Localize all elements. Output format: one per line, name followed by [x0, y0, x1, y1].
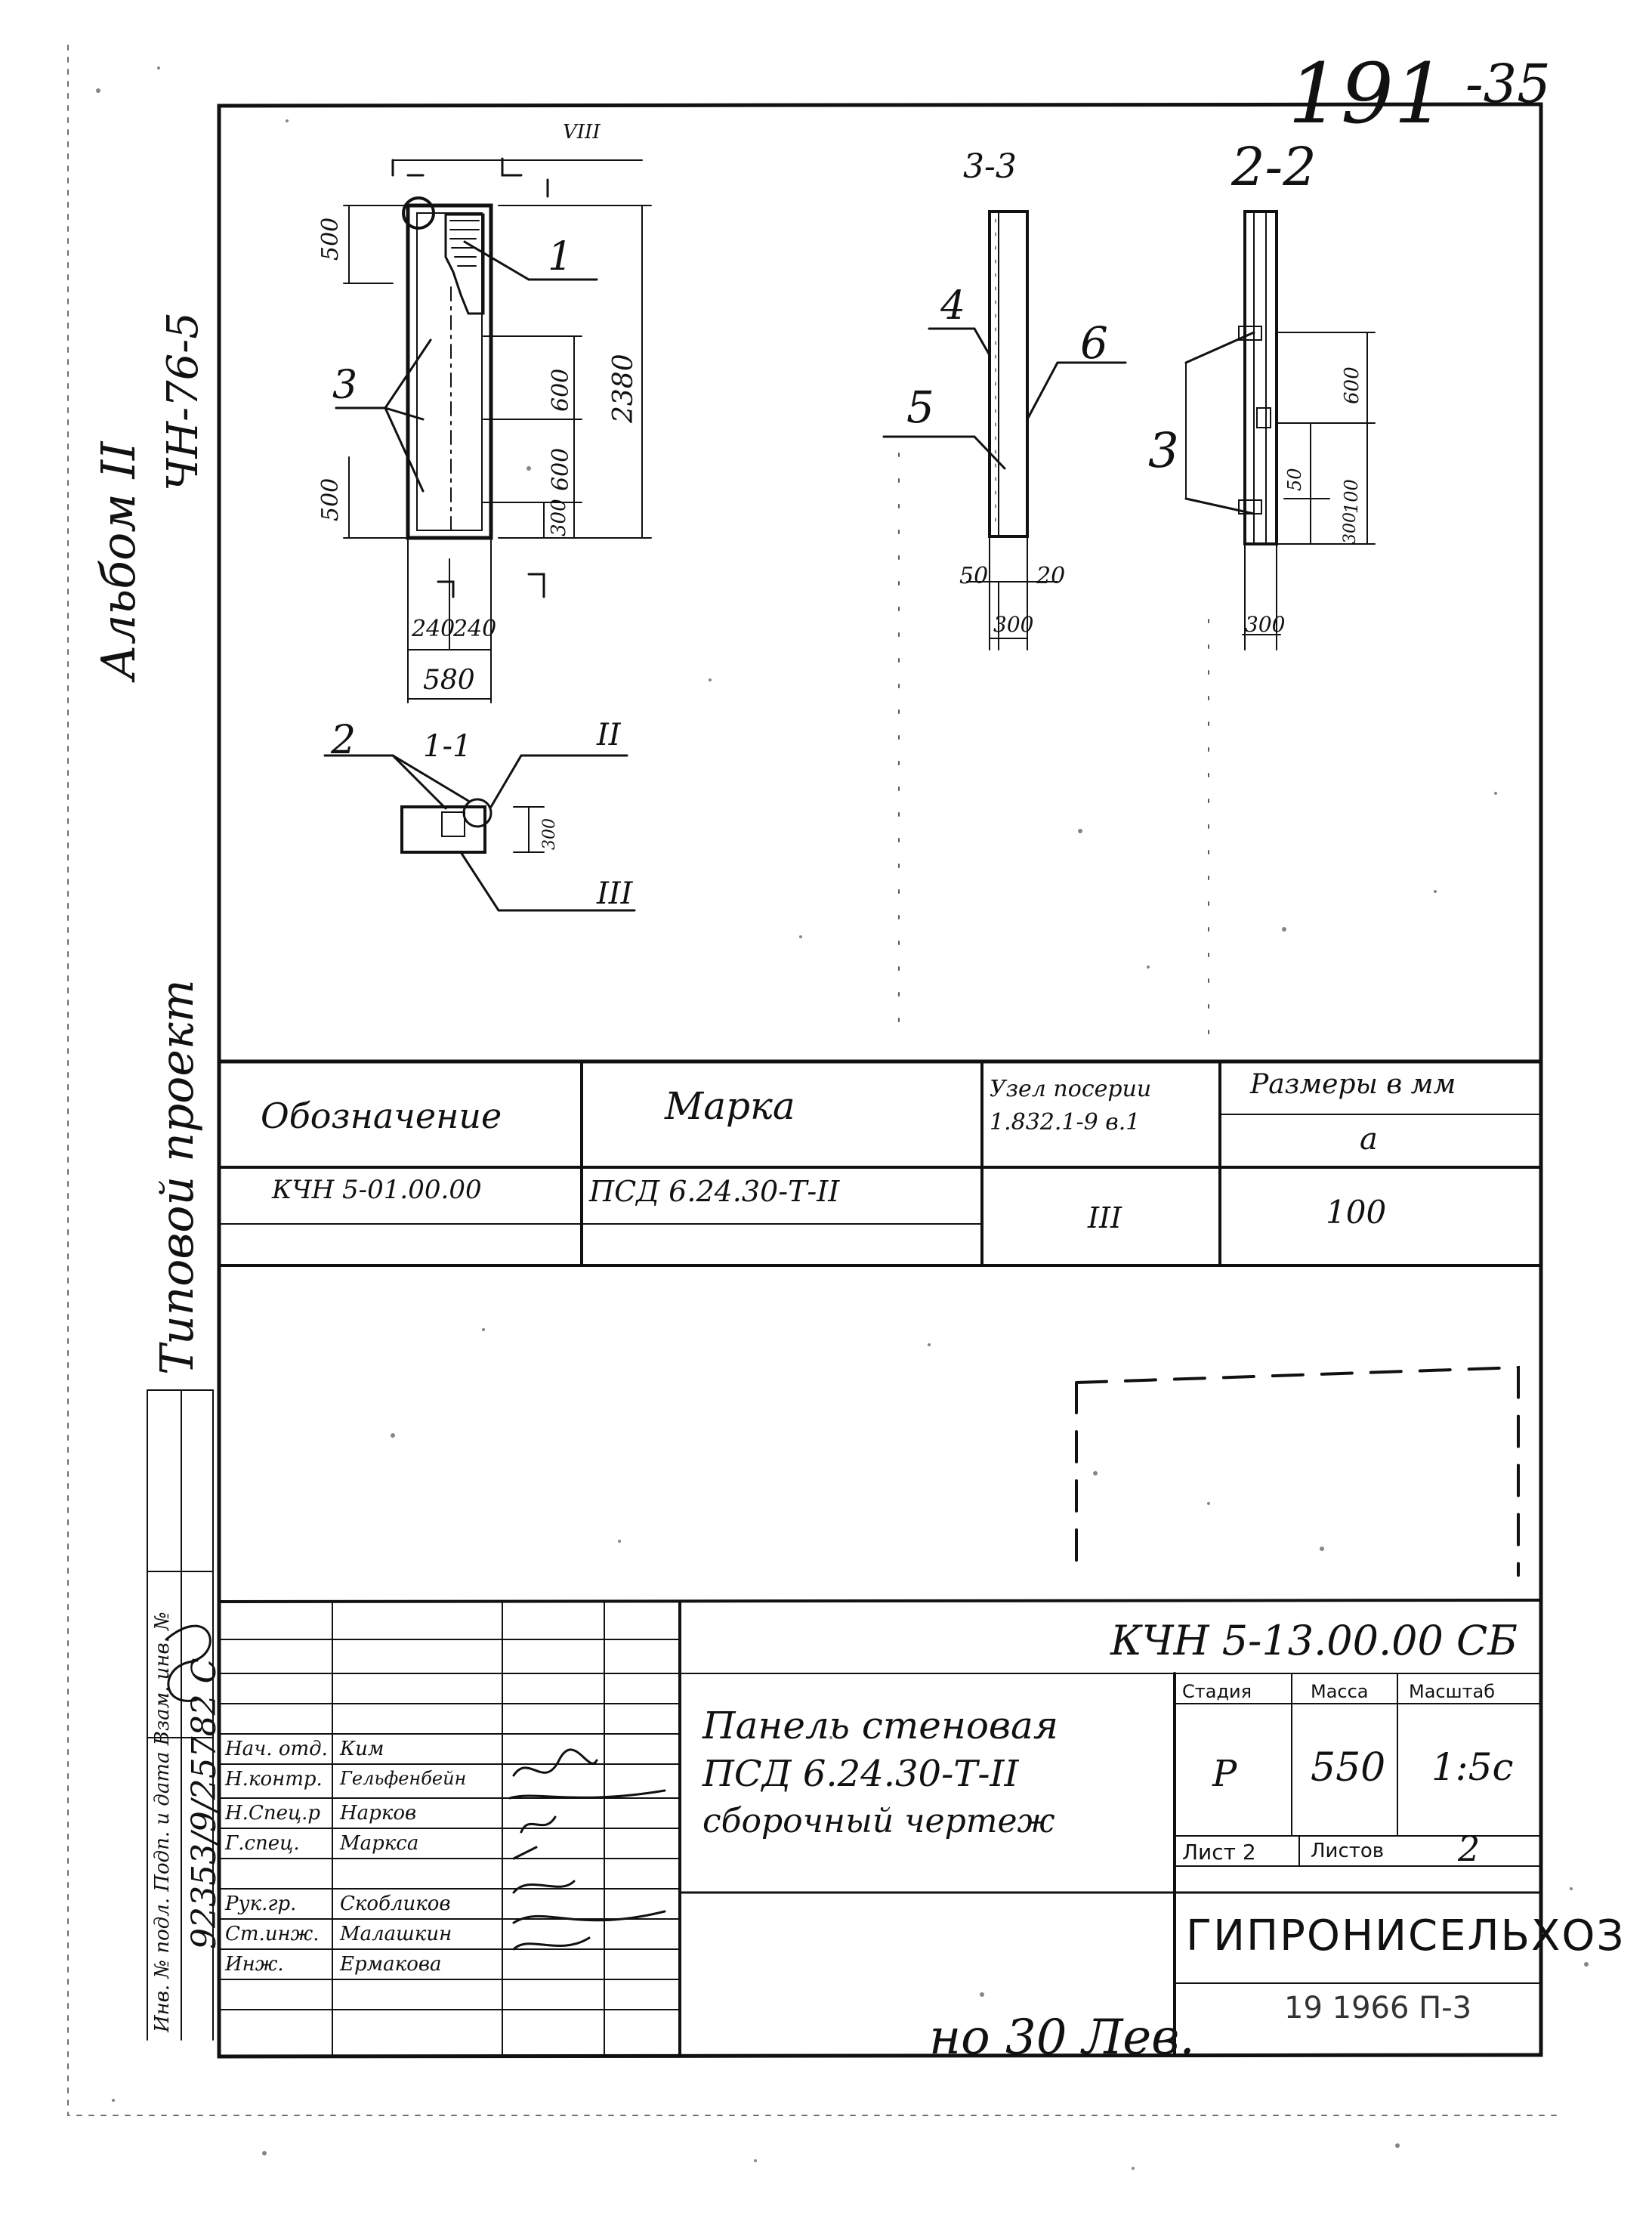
- sig-name-6: Малашкин: [340, 1923, 452, 1945]
- copy-code: 19 1966 П-3: [1284, 1991, 1472, 2026]
- sig-name-2: Гельфенбейн: [340, 1768, 467, 1789]
- sig-name-4: Маркса: [340, 1832, 419, 1855]
- dim-2380: 2380: [608, 354, 639, 423]
- header-dim-a: а: [1360, 1122, 1378, 1157]
- sig-role-1: Нач. отд.: [225, 1738, 328, 1760]
- row-mark: ПСД 6.24.30-Т-II: [589, 1175, 840, 1208]
- row-node: III: [1088, 1201, 1122, 1234]
- inv-stamp-label: Инв. № подл. Подп. и дата Взам. инв. №: [151, 1611, 174, 2032]
- dim-s11-300: 300: [540, 818, 559, 850]
- dim-500-bottom: 500: [317, 477, 344, 521]
- sheets-label: Листов: [1311, 1840, 1385, 1862]
- section-3-3: [882, 210, 1127, 650]
- dim-240-a: 240: [412, 616, 455, 642]
- dim-s22-300b: 300: [1341, 512, 1360, 544]
- callout-6: 6: [1080, 317, 1108, 369]
- album-part-label: ЧН-76-5: [159, 312, 208, 491]
- title-block-lines: [218, 1599, 1542, 2056]
- callout-2: 2: [331, 718, 357, 763]
- section-title-3-3: 3-3: [963, 147, 1017, 186]
- spec-table-lines: [217, 1059, 1543, 1267]
- header-mark: Марка: [665, 1084, 795, 1128]
- callout-3-section: 3: [1148, 423, 1179, 479]
- scale-label: Масштаб: [1409, 1681, 1496, 1702]
- header-designation: Обозначение: [261, 1095, 502, 1136]
- sig-role-2: Н.контр.: [225, 1768, 323, 1791]
- node-VIII: VIII: [563, 121, 601, 144]
- dim-s22-50: 50: [1284, 468, 1305, 491]
- album-label: Альбом II: [91, 441, 146, 680]
- signature-swirl: [165, 1624, 212, 1702]
- dim-600-b: 600: [548, 447, 574, 491]
- dim-s22-600: 600: [1341, 366, 1363, 404]
- node-III: III: [597, 876, 633, 911]
- callout-3: 3: [332, 363, 358, 408]
- scale-value: 1:5с: [1431, 1745, 1514, 1789]
- callout-4: 4: [940, 283, 966, 329]
- title-line-2: ПСД 6.24.30-Т-II: [702, 1753, 1019, 1795]
- sig-name-1: Ким: [340, 1738, 384, 1760]
- sheet-label: Лист 2: [1182, 1840, 1256, 1865]
- mass-label: Масса: [1311, 1681, 1369, 1702]
- dim-240-b: 240: [453, 616, 497, 642]
- page-mark: -35: [1465, 53, 1551, 115]
- frame-border: [217, 102, 1543, 2059]
- inv-number: 92353/9/25782 С: [185, 1658, 224, 1949]
- dim-s22-100: 100: [1341, 479, 1362, 514]
- dim-580: 580: [423, 665, 475, 696]
- stage-value: Р: [1212, 1753, 1237, 1795]
- handwritten-note: но 30 Лев.: [929, 2010, 1195, 2066]
- copied-label: Типовой проект: [151, 979, 204, 1375]
- dim-300: 300: [548, 499, 570, 536]
- sig-name-7: Ермакова: [340, 1953, 442, 1976]
- sig-name-5: Скобликов: [340, 1893, 451, 1915]
- mass-value: 550: [1311, 1745, 1386, 1791]
- section-title-1-1: 1-1: [423, 729, 472, 764]
- header-node: Узел посерии 1.832.1-9 в.1: [990, 1076, 1152, 1136]
- sig-role-4: Г.спец.: [225, 1832, 300, 1855]
- dim-600-a: 600: [548, 368, 574, 412]
- signatures-scribbles: [508, 1748, 666, 1951]
- sig-name-3: Нарков: [340, 1802, 417, 1825]
- callout-5: 5: [906, 382, 934, 433]
- dim-s33-20: 20: [1036, 563, 1066, 589]
- dashed-reserve-zone: [1075, 1365, 1520, 1577]
- node-II: II: [597, 718, 621, 752]
- sig-role-3: Н.Спец.р: [225, 1802, 321, 1825]
- title-line-3: сборочный чертеж: [702, 1802, 1055, 1840]
- row-a: 100: [1326, 1194, 1387, 1231]
- doc-code: КЧН 5-13.00.00 СБ: [1110, 1617, 1518, 1664]
- sheets-count: 2: [1458, 1828, 1481, 1869]
- header-dimensions: Размеры в мм: [1250, 1069, 1456, 1100]
- dim-s22-300: 300: [1245, 612, 1286, 637]
- callout-1: 1: [548, 234, 573, 280]
- outer-sheet-edge: [67, 45, 1564, 2116]
- row-designation: КЧН 5-01.00.00: [272, 1175, 482, 1205]
- stage-label: Стадия: [1182, 1681, 1252, 1702]
- section-2-2: [1184, 210, 1376, 650]
- panel-elevation: [335, 157, 652, 703]
- dim-s33-50: 50: [959, 563, 989, 589]
- sig-role-5: Рук.гр.: [225, 1893, 297, 1915]
- side-stamp-lines: [147, 1389, 214, 2041]
- org-name: ГИПРОНИСЕЛЬХОЗ: [1186, 1911, 1626, 1961]
- sheet-number: 191: [1288, 45, 1447, 142]
- sig-role-6: Ст.инж.: [225, 1923, 320, 1945]
- scan-noise: [96, 66, 1589, 2170]
- sig-role-7: Инж.: [225, 1953, 284, 1976]
- section-title-2-2: 2-2: [1231, 136, 1317, 198]
- dim-s33-300: 300: [993, 612, 1034, 637]
- section-1-1: [323, 754, 636, 912]
- dim-500-top: 500: [317, 217, 344, 261]
- title-line-1: Панель стеновая: [702, 1704, 1058, 1747]
